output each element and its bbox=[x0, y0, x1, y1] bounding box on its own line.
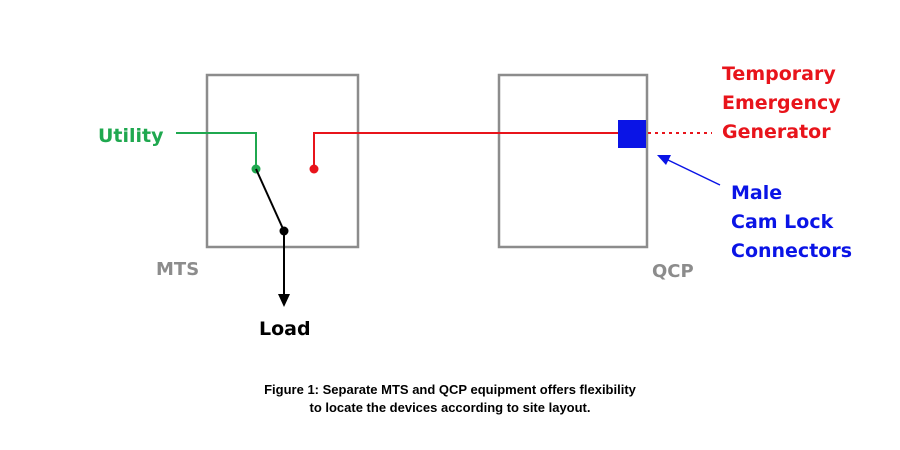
mts-box bbox=[205, 73, 360, 249]
connectors-label-line-3: Connectors bbox=[731, 240, 852, 262]
cam-lock-connector-square bbox=[618, 120, 646, 148]
mts-label: MTS bbox=[156, 259, 199, 280]
caption-line-2: to locate the devices according to site … bbox=[309, 400, 590, 415]
qcp-box bbox=[497, 73, 649, 249]
utility-label: Utility bbox=[98, 125, 164, 147]
connector-pointer-arrowhead bbox=[657, 155, 671, 165]
generator-label-line-2: Emergency bbox=[722, 92, 841, 114]
load-arrow-head bbox=[278, 294, 290, 307]
connectors-label-line-2: Cam Lock bbox=[731, 211, 834, 233]
generator-contact-dot bbox=[309, 164, 319, 174]
load-label: Load bbox=[259, 318, 311, 340]
generator-label-line-1: Temporary bbox=[722, 63, 836, 85]
switch-blade bbox=[255, 168, 285, 232]
connectors-label-line-1: Male bbox=[731, 182, 782, 204]
caption-line-1: Figure 1: Separate MTS and QCP equipment… bbox=[264, 382, 637, 397]
connector-pointer-line bbox=[667, 159, 721, 186]
generator-label-line-3: Generator bbox=[722, 121, 831, 143]
qcp-label: QCP bbox=[652, 261, 694, 282]
generator-line bbox=[313, 132, 618, 169]
utility-line bbox=[176, 132, 257, 168]
